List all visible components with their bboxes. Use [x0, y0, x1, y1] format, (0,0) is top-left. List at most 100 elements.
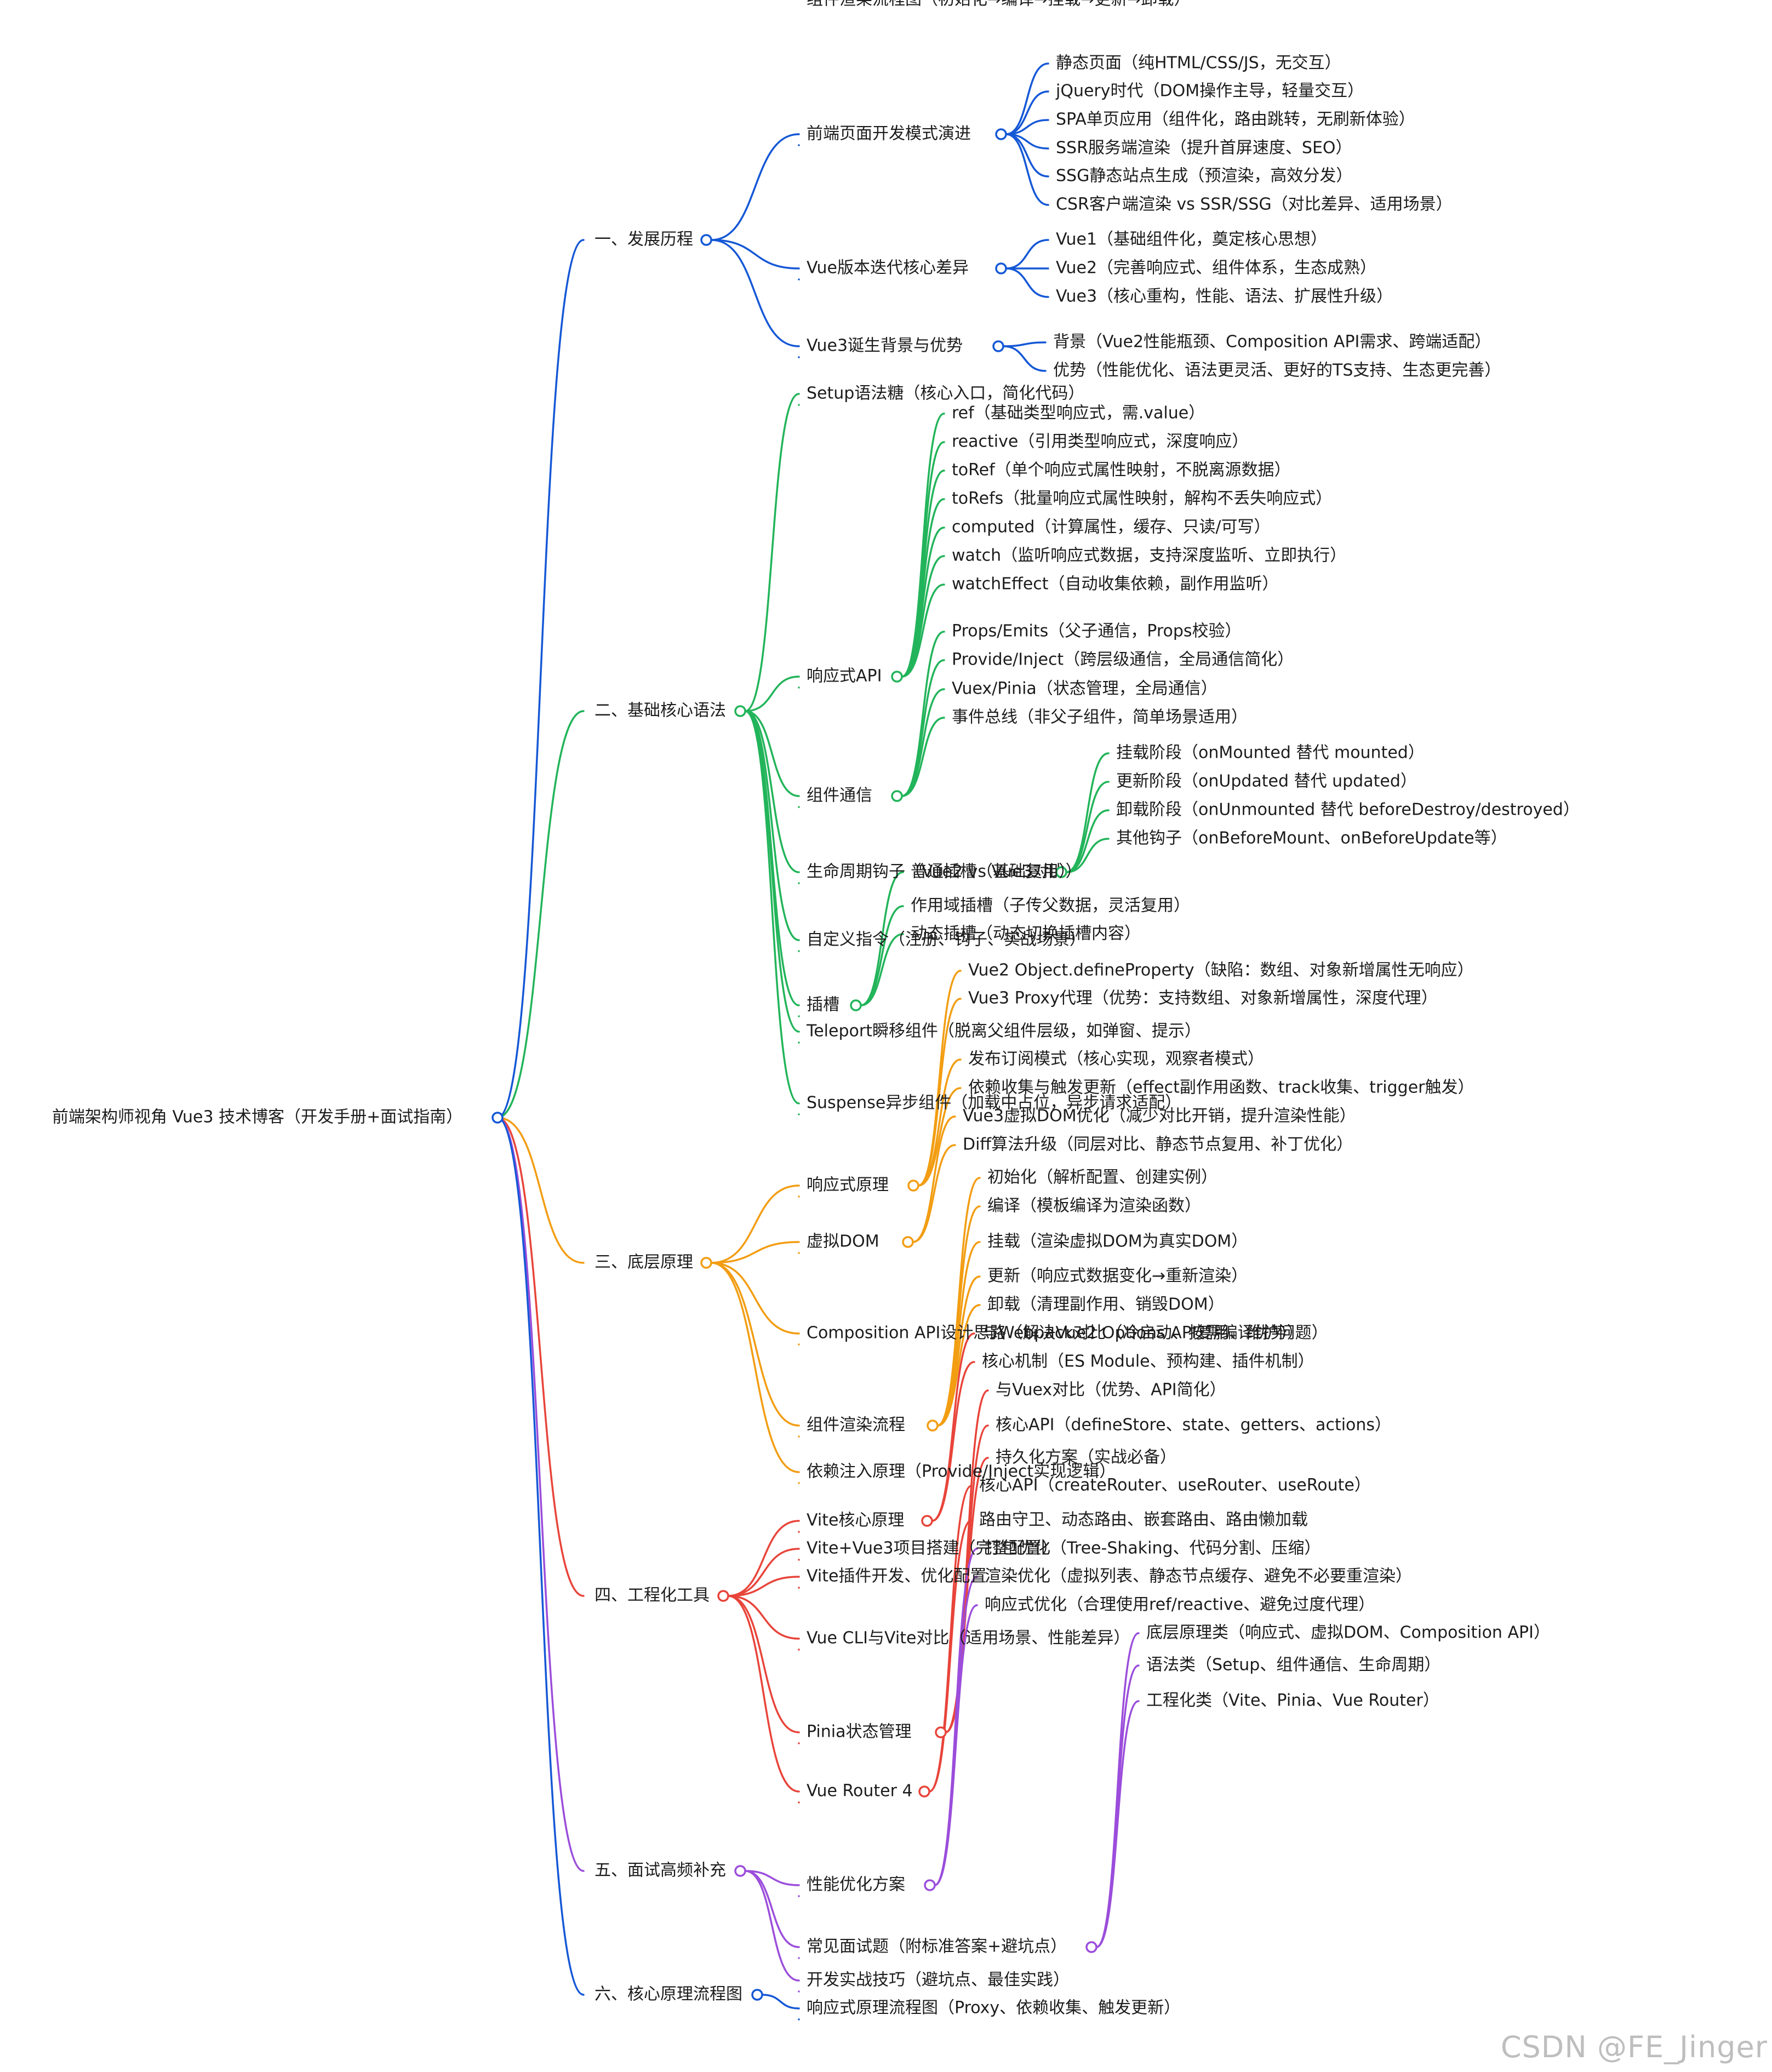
- topic-label[interactable]: 插槽: [807, 995, 839, 1015]
- leaf-label[interactable]: Vue1（基础组件化，奠定核心思想）: [1056, 230, 1327, 249]
- leaf-label[interactable]: ref（基础类型响应式，需.value）: [952, 404, 1205, 423]
- leaf-label[interactable]: Vue3虚拟DOM优化（减少对比开销，提升渲染性能）: [963, 1107, 1356, 1126]
- leaf-label[interactable]: 挂载阶段（onMounted 替代 mounted）: [1116, 743, 1425, 763]
- leaf-label[interactable]: 静态页面（纯HTML/CSS/JS，无交互）: [1056, 54, 1341, 73]
- leaf-label[interactable]: 语法类（Setup、组件通信、生命周期）: [1146, 1656, 1441, 1675]
- topic-label[interactable]: 依赖注入原理（Provide/Inject实现逻辑）: [807, 1462, 1116, 1481]
- topic-label[interactable]: Vite插件开发、优化配置: [807, 1567, 986, 1586]
- leaf-label[interactable]: 动态插槽（动态切换插槽内容）: [911, 924, 1141, 943]
- leaf-label[interactable]: jQuery时代（DOM操作主导，轻量交互）: [1055, 82, 1364, 101]
- topic-label[interactable]: 虚拟DOM: [807, 1232, 879, 1251]
- leaf-label[interactable]: 与Webpack对比（冷启动、按需编译优势）: [982, 1324, 1304, 1343]
- topic-node[interactable]: [902, 1236, 914, 1248]
- branch-node[interactable]: [734, 1865, 746, 1877]
- topic-node[interactable]: [1055, 866, 1067, 878]
- leaf-label[interactable]: toRefs（批量响应式属性映射，解构不丢失响应式）: [952, 489, 1332, 508]
- leaf-label[interactable]: SPA单页应用（组件化，路由跳转，无刷新体验）: [1056, 110, 1415, 129]
- leaf-label[interactable]: 背景（Vue2性能瓶颈、Composition API需求、跨端适配）: [1053, 333, 1491, 352]
- topic-node[interactable]: [891, 790, 903, 802]
- topic-node[interactable]: [995, 262, 1007, 274]
- leaf-label[interactable]: 底层原理类（响应式、虚拟DOM、Composition API）: [1146, 1623, 1550, 1642]
- leaf-label[interactable]: Provide/Inject（跨层级通信，全局通信简化）: [952, 650, 1294, 669]
- branch-node[interactable]: [717, 1590, 729, 1602]
- topic-label[interactable]: 组件通信: [807, 786, 872, 805]
- branch-label[interactable]: 三、底层原理: [595, 1253, 693, 1272]
- root-topic[interactable]: 前端架构师视角 Vue3 技术博客（开发手册+面试指南）: [52, 1108, 462, 1127]
- topic-node[interactable]: [995, 128, 1007, 140]
- topic-label[interactable]: Vue Router 4: [807, 1782, 913, 1801]
- leaf-label[interactable]: 更新（响应式数据变化→重新渲染）: [987, 1267, 1248, 1286]
- leaf-label[interactable]: 与Vuex对比（优势、API简化）: [996, 1381, 1226, 1400]
- leaf-label[interactable]: 事件总线（非父子组件，简单场景适用）: [952, 708, 1248, 727]
- leaf-label[interactable]: 其他钩子（onBeforeMount、onBeforeUpdate等）: [1116, 829, 1507, 848]
- topic-label[interactable]: Vite+Vue3项目搭建（完整配置）: [807, 1539, 1058, 1558]
- topic-label[interactable]: 生命周期钩子（Vue2 vs Vue3对比）: [807, 862, 1082, 882]
- topic-label[interactable]: Suspense异步组件（加载中占位，异步请求适配）: [807, 1094, 1181, 1113]
- leaf-label[interactable]: 核心机制（ES Module、预构建、插件机制）: [982, 1352, 1314, 1371]
- leaf-label[interactable]: 普通插槽（基础复用）: [911, 862, 1075, 882]
- leaf-label[interactable]: Vue3 Proxy代理（优势：支持数组、对象新增属性，深度代理）: [968, 989, 1438, 1008]
- topic-label[interactable]: 响应式原理流程图（Proxy、依赖收集、触发更新）: [807, 1999, 1180, 2018]
- topic-node[interactable]: [850, 999, 862, 1011]
- leaf-label[interactable]: 更新阶段（onUpdated 替代 updated）: [1116, 772, 1417, 791]
- leaf-label[interactable]: 打包优化（Tree-Shaking、代码分割、压缩）: [985, 1539, 1321, 1558]
- leaf-label[interactable]: Diff算法升级（同层对比、静态节点复用、补丁优化）: [963, 1135, 1353, 1154]
- topic-label[interactable]: Vue CLI与Vite对比（适用场景、性能差异）: [807, 1629, 1130, 1648]
- topic-label[interactable]: Vite核心原理: [807, 1511, 904, 1530]
- leaf-label[interactable]: SSR服务端渲染（提升首屏速度、SEO）: [1056, 139, 1352, 158]
- topic-label[interactable]: 开发实战技巧（避坑点、最佳实践）: [807, 1971, 1070, 1990]
- branch-node[interactable]: [700, 234, 712, 246]
- leaf-label[interactable]: Props/Emits（父子通信，Props校验）: [952, 622, 1242, 641]
- topic-label[interactable]: 组件渲染流程: [807, 1416, 905, 1435]
- leaf-label[interactable]: 依赖收集与触发更新（effect副作用函数、track收集、trigger触发）: [968, 1078, 1474, 1097]
- topic-label[interactable]: Teleport瞬移组件（脱离父组件层级，如弹窗、提示）: [806, 1022, 1201, 1041]
- branch-label[interactable]: 六、核心原理流程图: [595, 1985, 742, 2004]
- topic-label[interactable]: Pinia状态管理: [807, 1722, 912, 1742]
- topic-label[interactable]: 前端页面开发模式演进: [807, 124, 971, 144]
- branch-label[interactable]: 五、面试高频补充: [595, 1861, 726, 1880]
- leaf-label[interactable]: 路由守卫、动态路由、嵌套路由、路由懒加载: [979, 1510, 1308, 1530]
- branch-label[interactable]: 四、工程化工具: [595, 1586, 710, 1605]
- topic-node[interactable]: [1085, 1941, 1098, 1953]
- leaf-label[interactable]: computed（计算属性，缓存、只读/可写）: [952, 518, 1271, 537]
- leaf-label[interactable]: toRef（单个响应式属性映射，不脱离源数据）: [952, 461, 1291, 480]
- leaf-label[interactable]: 核心API（createRouter、useRouter、useRoute）: [979, 1476, 1371, 1495]
- leaf-label[interactable]: 渲染优化（虚拟列表、静态节点缓存、避免不必要重渲染）: [985, 1567, 1412, 1586]
- topic-node[interactable]: [992, 340, 1004, 352]
- leaf-label[interactable]: reactive（引用类型响应式，深度响应）: [952, 432, 1248, 451]
- leaf-label[interactable]: 编译（模板编译为渲染函数）: [987, 1197, 1201, 1216]
- topic-node[interactable]: [918, 1785, 930, 1798]
- topic-node[interactable]: [927, 1420, 939, 1432]
- topic-node[interactable]: [921, 1515, 933, 1527]
- leaf-label[interactable]: SSG静态站点生成（预渲染，高效分发）: [1056, 167, 1352, 186]
- topic-node[interactable]: [907, 1180, 919, 1192]
- leaf-label[interactable]: Vue2 Object.defineProperty（缺陷：数组、对象新增属性无…: [968, 961, 1474, 980]
- leaf-label[interactable]: 优势（性能优化、语法更灵活、更好的TS支持、生态更完善）: [1053, 361, 1501, 380]
- leaf-label[interactable]: 核心API（defineStore、state、getters、actions）: [996, 1416, 1391, 1435]
- leaf-label[interactable]: watch（监听响应式数据，支持深度监听、立即执行）: [952, 546, 1346, 565]
- branch-label[interactable]: 一、发展历程: [595, 230, 693, 249]
- leaf-label[interactable]: 卸载（清理副作用、销毁DOM）: [987, 1295, 1225, 1314]
- branch-label[interactable]: 二、基础核心语法: [595, 701, 726, 720]
- branch-node[interactable]: [734, 705, 746, 717]
- topic-label[interactable]: 响应式原理: [807, 1176, 889, 1195]
- leaf-label[interactable]: 卸载阶段（onUnmounted 替代 beforeDestroy/destro…: [1116, 800, 1580, 820]
- topic-label[interactable]: 自定义指令（注册、钩子、实战场景）: [807, 930, 1086, 949]
- branch-node[interactable]: [751, 1989, 763, 2001]
- leaf-label[interactable]: Vue2（完善响应式、组件体系，生态成熟）: [1056, 259, 1376, 278]
- topic-label[interactable]: Vue版本迭代核心差异: [807, 259, 969, 278]
- topic-label[interactable]: 响应式API: [807, 667, 882, 686]
- leaf-label[interactable]: Vue3（核心重构，性能、语法、扩展性升级）: [1056, 287, 1393, 306]
- topic-label[interactable]: Vue3诞生背景与优势: [807, 336, 963, 356]
- topic-label[interactable]: 常见面试题（附标准答案+避坑点）: [807, 1937, 1067, 1956]
- leaf-label[interactable]: Vuex/Pinia（状态管理，全局通信）: [952, 679, 1217, 699]
- leaf-label[interactable]: 响应式优化（合理使用ref/reactive、避免过度代理）: [985, 1595, 1375, 1615]
- leaf-label[interactable]: 发布订阅模式（核心实现，观察者模式）: [968, 1050, 1264, 1069]
- leaf-label[interactable]: watchEffect（自动收集依赖，副作用监听）: [952, 575, 1279, 594]
- branch-node[interactable]: [700, 1257, 712, 1269]
- topic-node[interactable]: [935, 1726, 947, 1738]
- topic-label[interactable]: Setup语法糖（核心入口，简化代码）: [807, 384, 1084, 403]
- leaf-label[interactable]: 挂载（渲染虚拟DOM为真实DOM）: [987, 1232, 1248, 1251]
- leaf-label[interactable]: 作用域插槽（子传父数据，灵活复用）: [911, 896, 1190, 915]
- leaf-label[interactable]: CSR客户端渲染 vs SSR/SSG（对比差异、适用场景）: [1056, 195, 1453, 214]
